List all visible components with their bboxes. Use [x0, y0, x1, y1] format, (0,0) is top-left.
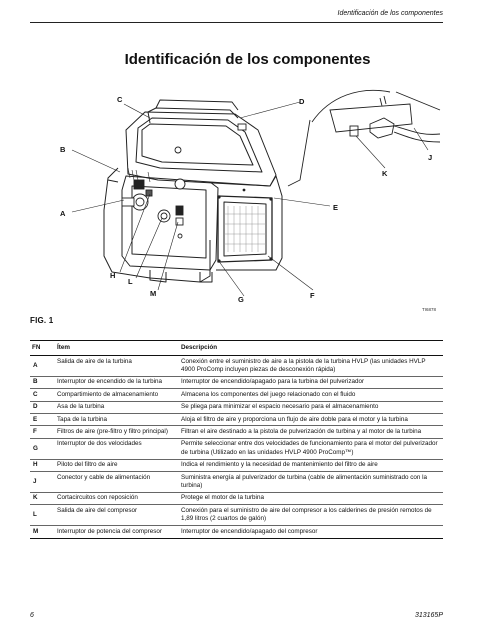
callout-e: E [333, 203, 338, 212]
figure-ref: TI6878 [422, 307, 437, 312]
row-item: Filtros de aire (pre-filtro y filtro pri… [55, 425, 179, 439]
row-fn: M [30, 525, 55, 539]
running-header: Identificación de los componentes [337, 10, 443, 17]
table-header-row: FN Ítem Descripción [30, 340, 443, 356]
row-item: Asa de la turbina [55, 401, 179, 415]
row-desc: Se pliega para minimizar el espacio nece… [179, 401, 443, 415]
row-item: Piloto del filtro de aire [55, 459, 179, 473]
callout-c: C [117, 95, 123, 104]
table-row: K Cortacircuitos con reposición Protege … [30, 492, 443, 506]
row-fn: D [30, 401, 55, 415]
row-desc: Almacena los componentes del juego relac… [179, 388, 443, 402]
row-item: Conector y cable de alimentación [55, 471, 179, 493]
row-fn: A [30, 355, 55, 377]
callout-h: H [110, 271, 115, 280]
row-desc: Conexión para el suministro de aire del … [179, 504, 443, 527]
figure-label: FIG. 1 [30, 316, 54, 325]
doc-number: 313165P [414, 612, 443, 619]
row-desc: Protege el motor de la turbina [179, 492, 443, 506]
row-fn: G [30, 438, 55, 460]
table-row: G Interruptor de dos velocidades Permite… [30, 438, 443, 460]
row-fn: L [30, 504, 55, 527]
row-fn: K [30, 492, 55, 506]
row-item: Salida de aire de la turbina [55, 355, 179, 377]
row-item: Interruptor de dos velocidades [55, 438, 179, 460]
col-desc: Descripción [179, 340, 443, 356]
row-desc: Suministra energía al pulverizador de tu… [179, 471, 443, 493]
row-item: Interruptor de encendido de la turbina [55, 376, 179, 390]
row-item: Interruptor de potencia del compresor [55, 525, 179, 539]
row-item: Tapa de la turbina [55, 413, 179, 427]
table-row: F Filtros de aire (pre-filtro y filtro p… [30, 425, 443, 439]
row-fn: H [30, 459, 55, 473]
table-row: L Salida de aire del compresor Conexión … [30, 504, 443, 527]
table-row: B Interruptor de encendido de la turbina… [30, 376, 443, 390]
col-fn: FN [30, 340, 55, 356]
table-row: D Asa de la turbina Se pliega para minim… [30, 401, 443, 415]
table-row: E Tapa de la turbina Aloja el filtro de … [30, 413, 443, 427]
row-item: Cortacircuitos con reposición [55, 492, 179, 506]
callout-a: A [60, 209, 66, 218]
callout-j: J [428, 153, 432, 162]
table-row: M Interruptor de potencia del compresor … [30, 525, 443, 539]
row-desc: Interruptor de encendido/apagado del com… [179, 525, 443, 539]
header-rule [30, 22, 443, 23]
table-row: C Compartimiento de almacenamiento Almac… [30, 388, 443, 402]
row-item: Compartimiento de almacenamiento [55, 388, 179, 402]
row-desc: Conexión entre el suministro de aire a l… [179, 355, 443, 377]
callout-k: K [382, 169, 388, 178]
row-desc: Interruptor de encendido/apagado para la… [179, 376, 443, 390]
callout-b: B [60, 145, 66, 154]
callout-f: F [310, 291, 315, 300]
callout-m: M [150, 289, 156, 298]
row-fn: F [30, 425, 55, 439]
page-number: 6 [30, 612, 34, 619]
row-desc: Indica el rendimiento y la necesidad de … [179, 459, 443, 473]
callout-g: G [238, 295, 244, 304]
table-row: A Salida de aire de la turbina Conexión … [30, 355, 443, 377]
row-fn: B [30, 376, 55, 390]
callout-l: L [128, 277, 133, 286]
row-fn: C [30, 388, 55, 402]
row-desc: Filtran el aire destinado a la pistola d… [179, 425, 443, 439]
row-desc: Permite seleccionar entre dos velocidade… [179, 438, 443, 460]
callout-d: D [299, 97, 305, 106]
row-item: Salida de aire del compresor [55, 504, 179, 527]
table-row: J Conector y cable de alimentación Sumin… [30, 471, 443, 493]
components-table: FN Ítem Descripción A Salida de aire de … [30, 340, 443, 539]
table-row: H Piloto del filtro de aire Indica el re… [30, 459, 443, 473]
row-desc: Aloja el filtro de aire y proporciona un… [179, 413, 443, 427]
row-fn: J [30, 471, 55, 493]
col-item: Ítem [55, 340, 179, 356]
page-title: Identificación de los componentes [124, 51, 371, 68]
row-fn: E [30, 413, 55, 427]
